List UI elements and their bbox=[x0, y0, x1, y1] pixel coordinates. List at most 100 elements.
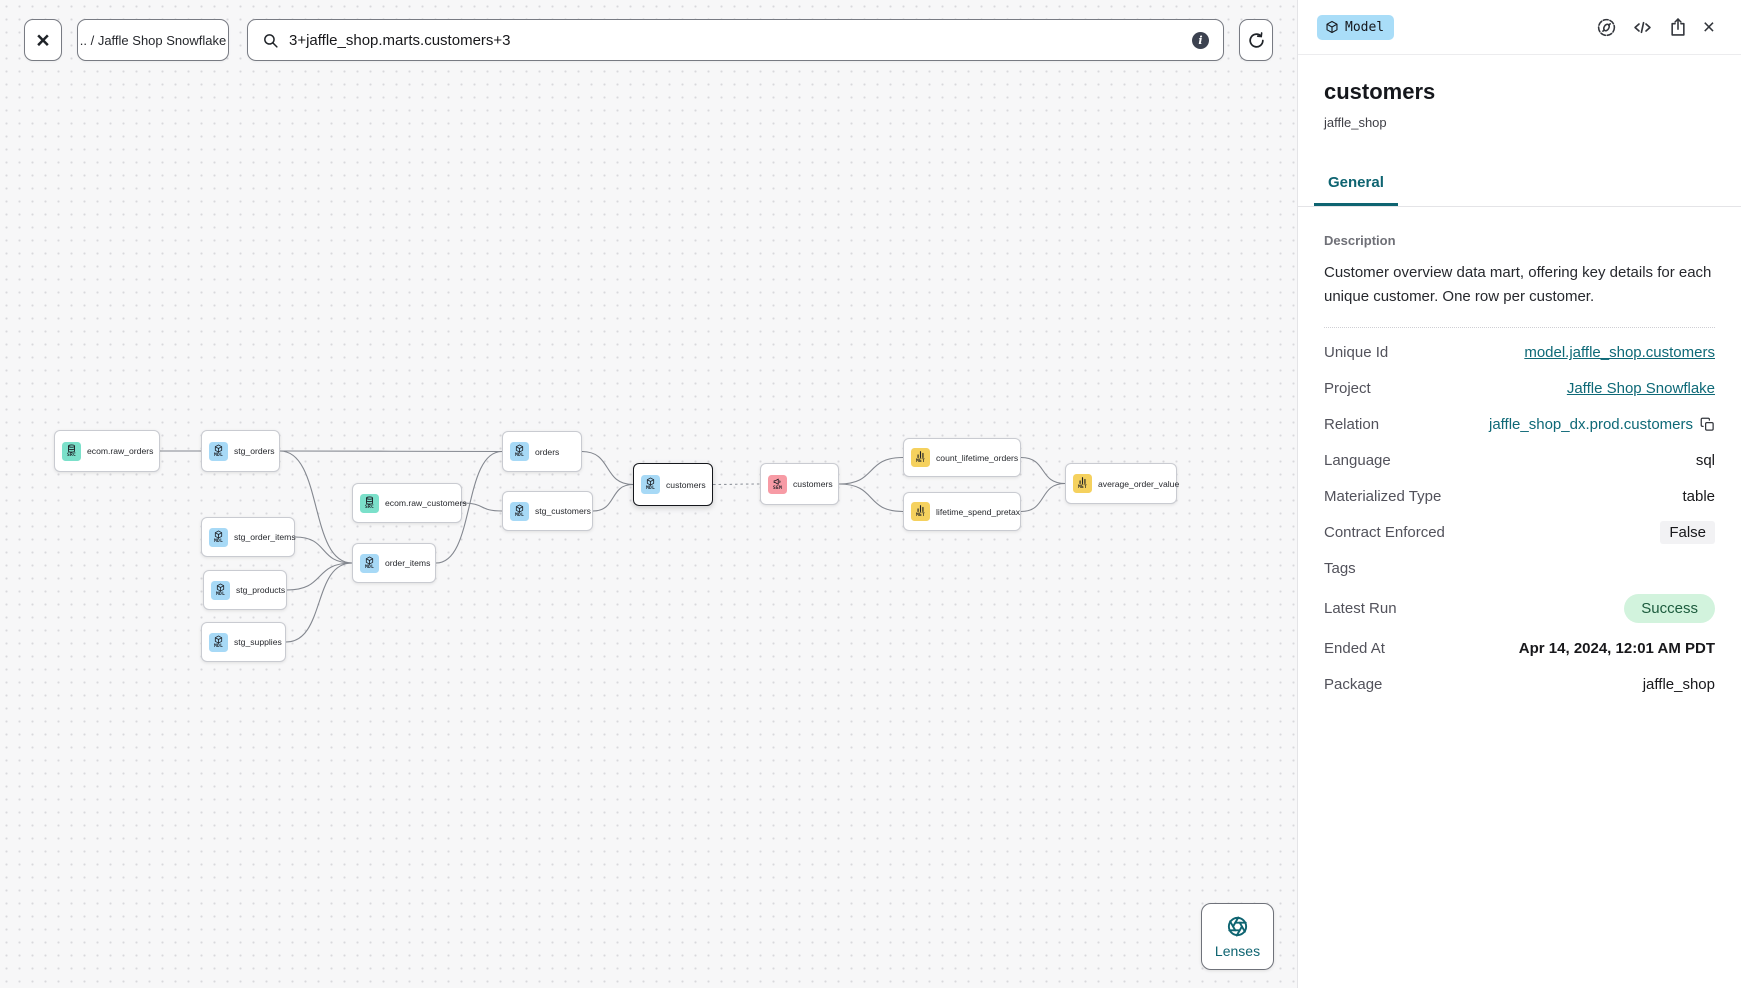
source-icon: SRC bbox=[360, 493, 379, 513]
page-subtitle: jaffle_shop bbox=[1324, 115, 1387, 130]
field-label-contract-enforced: Contract Enforced bbox=[1324, 524, 1445, 542]
search-input[interactable] bbox=[289, 31, 1182, 49]
edge-stg_order_items-to-order_items bbox=[294, 536, 353, 564]
tab-bar: General bbox=[1298, 164, 1741, 207]
field-value-contract-enforced: False bbox=[1660, 521, 1715, 545]
edge-stg_orders-to-order_items bbox=[279, 450, 353, 564]
node-label: orders bbox=[535, 446, 560, 457]
copy-icon[interactable] bbox=[1700, 417, 1715, 432]
description-label: Description bbox=[1324, 233, 1396, 248]
details-panel: Model × customers bbox=[1297, 0, 1741, 988]
node-stg_orders[interactable]: MDL stg_orders bbox=[201, 430, 280, 472]
lineage-search[interactable]: i bbox=[247, 19, 1224, 61]
field-row-language: Language sql bbox=[1324, 443, 1715, 479]
explore-lineage-icon[interactable] bbox=[1596, 17, 1617, 38]
field-value-ended-at: Apr 14, 2024, 12:01 AM PDT bbox=[1518, 640, 1715, 658]
breadcrumb-label: .. / Jaffle Shop Snowflake bbox=[79, 32, 227, 48]
model-icon: MDL bbox=[360, 553, 379, 573]
lenses-button[interactable]: Lenses bbox=[1201, 903, 1274, 970]
node-orders[interactable]: MDL orders bbox=[502, 431, 582, 472]
field-row-contract-enforced: Contract Enforced False bbox=[1324, 515, 1715, 551]
divider bbox=[1324, 326, 1715, 328]
node-label: lifetime_spend_pretax bbox=[936, 506, 1021, 517]
edge-orders-to-customers bbox=[581, 450, 634, 486]
node-stg_supplies[interactable]: MDL stg_supplies bbox=[201, 622, 286, 662]
node-label: customers bbox=[666, 479, 706, 490]
breadcrumb[interactable]: .. / Jaffle Shop Snowflake bbox=[77, 19, 229, 61]
close-lineage-button[interactable]: × bbox=[24, 19, 62, 61]
node-label: stg_order_items bbox=[234, 532, 296, 542]
field-value-unique-id[interactable]: model.jaffle_shop.customers bbox=[1524, 344, 1715, 362]
node-customers[interactable]: MDL customers bbox=[633, 463, 713, 506]
model-icon: MDL bbox=[209, 527, 228, 547]
metric-icon: MET bbox=[1073, 474, 1092, 493]
node-label: stg_orders bbox=[234, 446, 275, 456]
node-ecom_raw_customers[interactable]: SRC ecom.raw_customers bbox=[352, 483, 467, 523]
field-row-unique-id: Unique Id model.jaffle_shop.customers bbox=[1324, 335, 1715, 371]
edge-customers_sem-to-lifetime_spend_pretax bbox=[838, 483, 904, 513]
page-title: customers bbox=[1324, 79, 1436, 104]
field-label-language: Language bbox=[1324, 452, 1391, 470]
field-label-latest-run: Latest Run bbox=[1324, 600, 1397, 618]
resource-type-label: Model bbox=[1345, 19, 1385, 35]
code-icon[interactable] bbox=[1632, 17, 1653, 38]
resource-type-badge: Model bbox=[1317, 14, 1395, 40]
field-label-tags: Tags bbox=[1324, 560, 1356, 578]
node-label: order_items bbox=[385, 558, 431, 568]
metric-icon: MET bbox=[911, 448, 930, 467]
node-stg_order_items[interactable]: MDL stg_order_items bbox=[201, 517, 296, 557]
model-icon: MDL bbox=[510, 442, 529, 461]
field-value-relation[interactable]: jaffle_shop_dx.prod.customers bbox=[1489, 416, 1715, 433]
search-icon bbox=[262, 32, 279, 49]
field-value-language: sql bbox=[1695, 452, 1715, 470]
model-icon: MDL bbox=[211, 580, 230, 600]
close-icon: × bbox=[36, 26, 50, 53]
model-icon: MDL bbox=[209, 632, 228, 652]
edge-customers-to-customers_sem bbox=[712, 483, 761, 486]
edge-lifetime_spend_pretax-to-average_order_value bbox=[1020, 482, 1066, 513]
node-order_items[interactable]: MDL order_items bbox=[352, 543, 436, 583]
model-icon: MDL bbox=[641, 475, 660, 494]
edge-layer bbox=[159, 450, 1066, 643]
edge-stg_products-to-order_items bbox=[286, 562, 353, 591]
description-text: Customer overview data mart, offering ke… bbox=[1324, 264, 1712, 306]
field-row-ended-at: Ended At Apr 14, 2024, 12:01 AM PDT bbox=[1324, 631, 1715, 667]
field-value-project[interactable]: Jaffle Shop Snowflake bbox=[1566, 380, 1715, 398]
cube-icon bbox=[1325, 20, 1339, 34]
edge-customers_sem-to-count_lifetime_orders bbox=[838, 456, 904, 485]
node-label: stg_customers bbox=[535, 506, 591, 516]
refresh-button[interactable] bbox=[1239, 19, 1273, 61]
semantic-model-icon: SEM bbox=[768, 474, 787, 494]
close-panel-icon[interactable]: × bbox=[1702, 15, 1715, 39]
edge-stg_supplies-to-order_items bbox=[285, 562, 353, 643]
model-icon: MDL bbox=[209, 441, 228, 461]
info-icon[interactable]: i bbox=[1192, 31, 1209, 49]
share-icon[interactable] bbox=[1668, 17, 1688, 37]
details-panel-header: Model × bbox=[1298, 0, 1741, 55]
node-label: ecom.raw_customers bbox=[385, 498, 467, 508]
node-label: stg_supplies bbox=[234, 637, 282, 647]
field-label-unique-id: Unique Id bbox=[1324, 344, 1389, 362]
lineage-canvas[interactable]: × .. / Jaffle Shop Snowflake i Lenses bbox=[0, 0, 1297, 988]
tab-general[interactable]: General bbox=[1314, 164, 1398, 206]
field-label-ended-at: Ended At bbox=[1324, 640, 1385, 658]
lenses-label: Lenses bbox=[1214, 942, 1261, 959]
edge-ecom_raw_customers-to-stg_customers bbox=[461, 502, 503, 512]
refresh-icon bbox=[1247, 31, 1266, 50]
edge-stg_customers-to-customers bbox=[592, 483, 634, 512]
edge-order_items-to-orders bbox=[435, 450, 503, 564]
model-icon: MDL bbox=[510, 501, 529, 521]
edge-stg_orders-to-orders bbox=[279, 450, 503, 453]
node-stg_customers[interactable]: MDL stg_customers bbox=[502, 491, 593, 531]
